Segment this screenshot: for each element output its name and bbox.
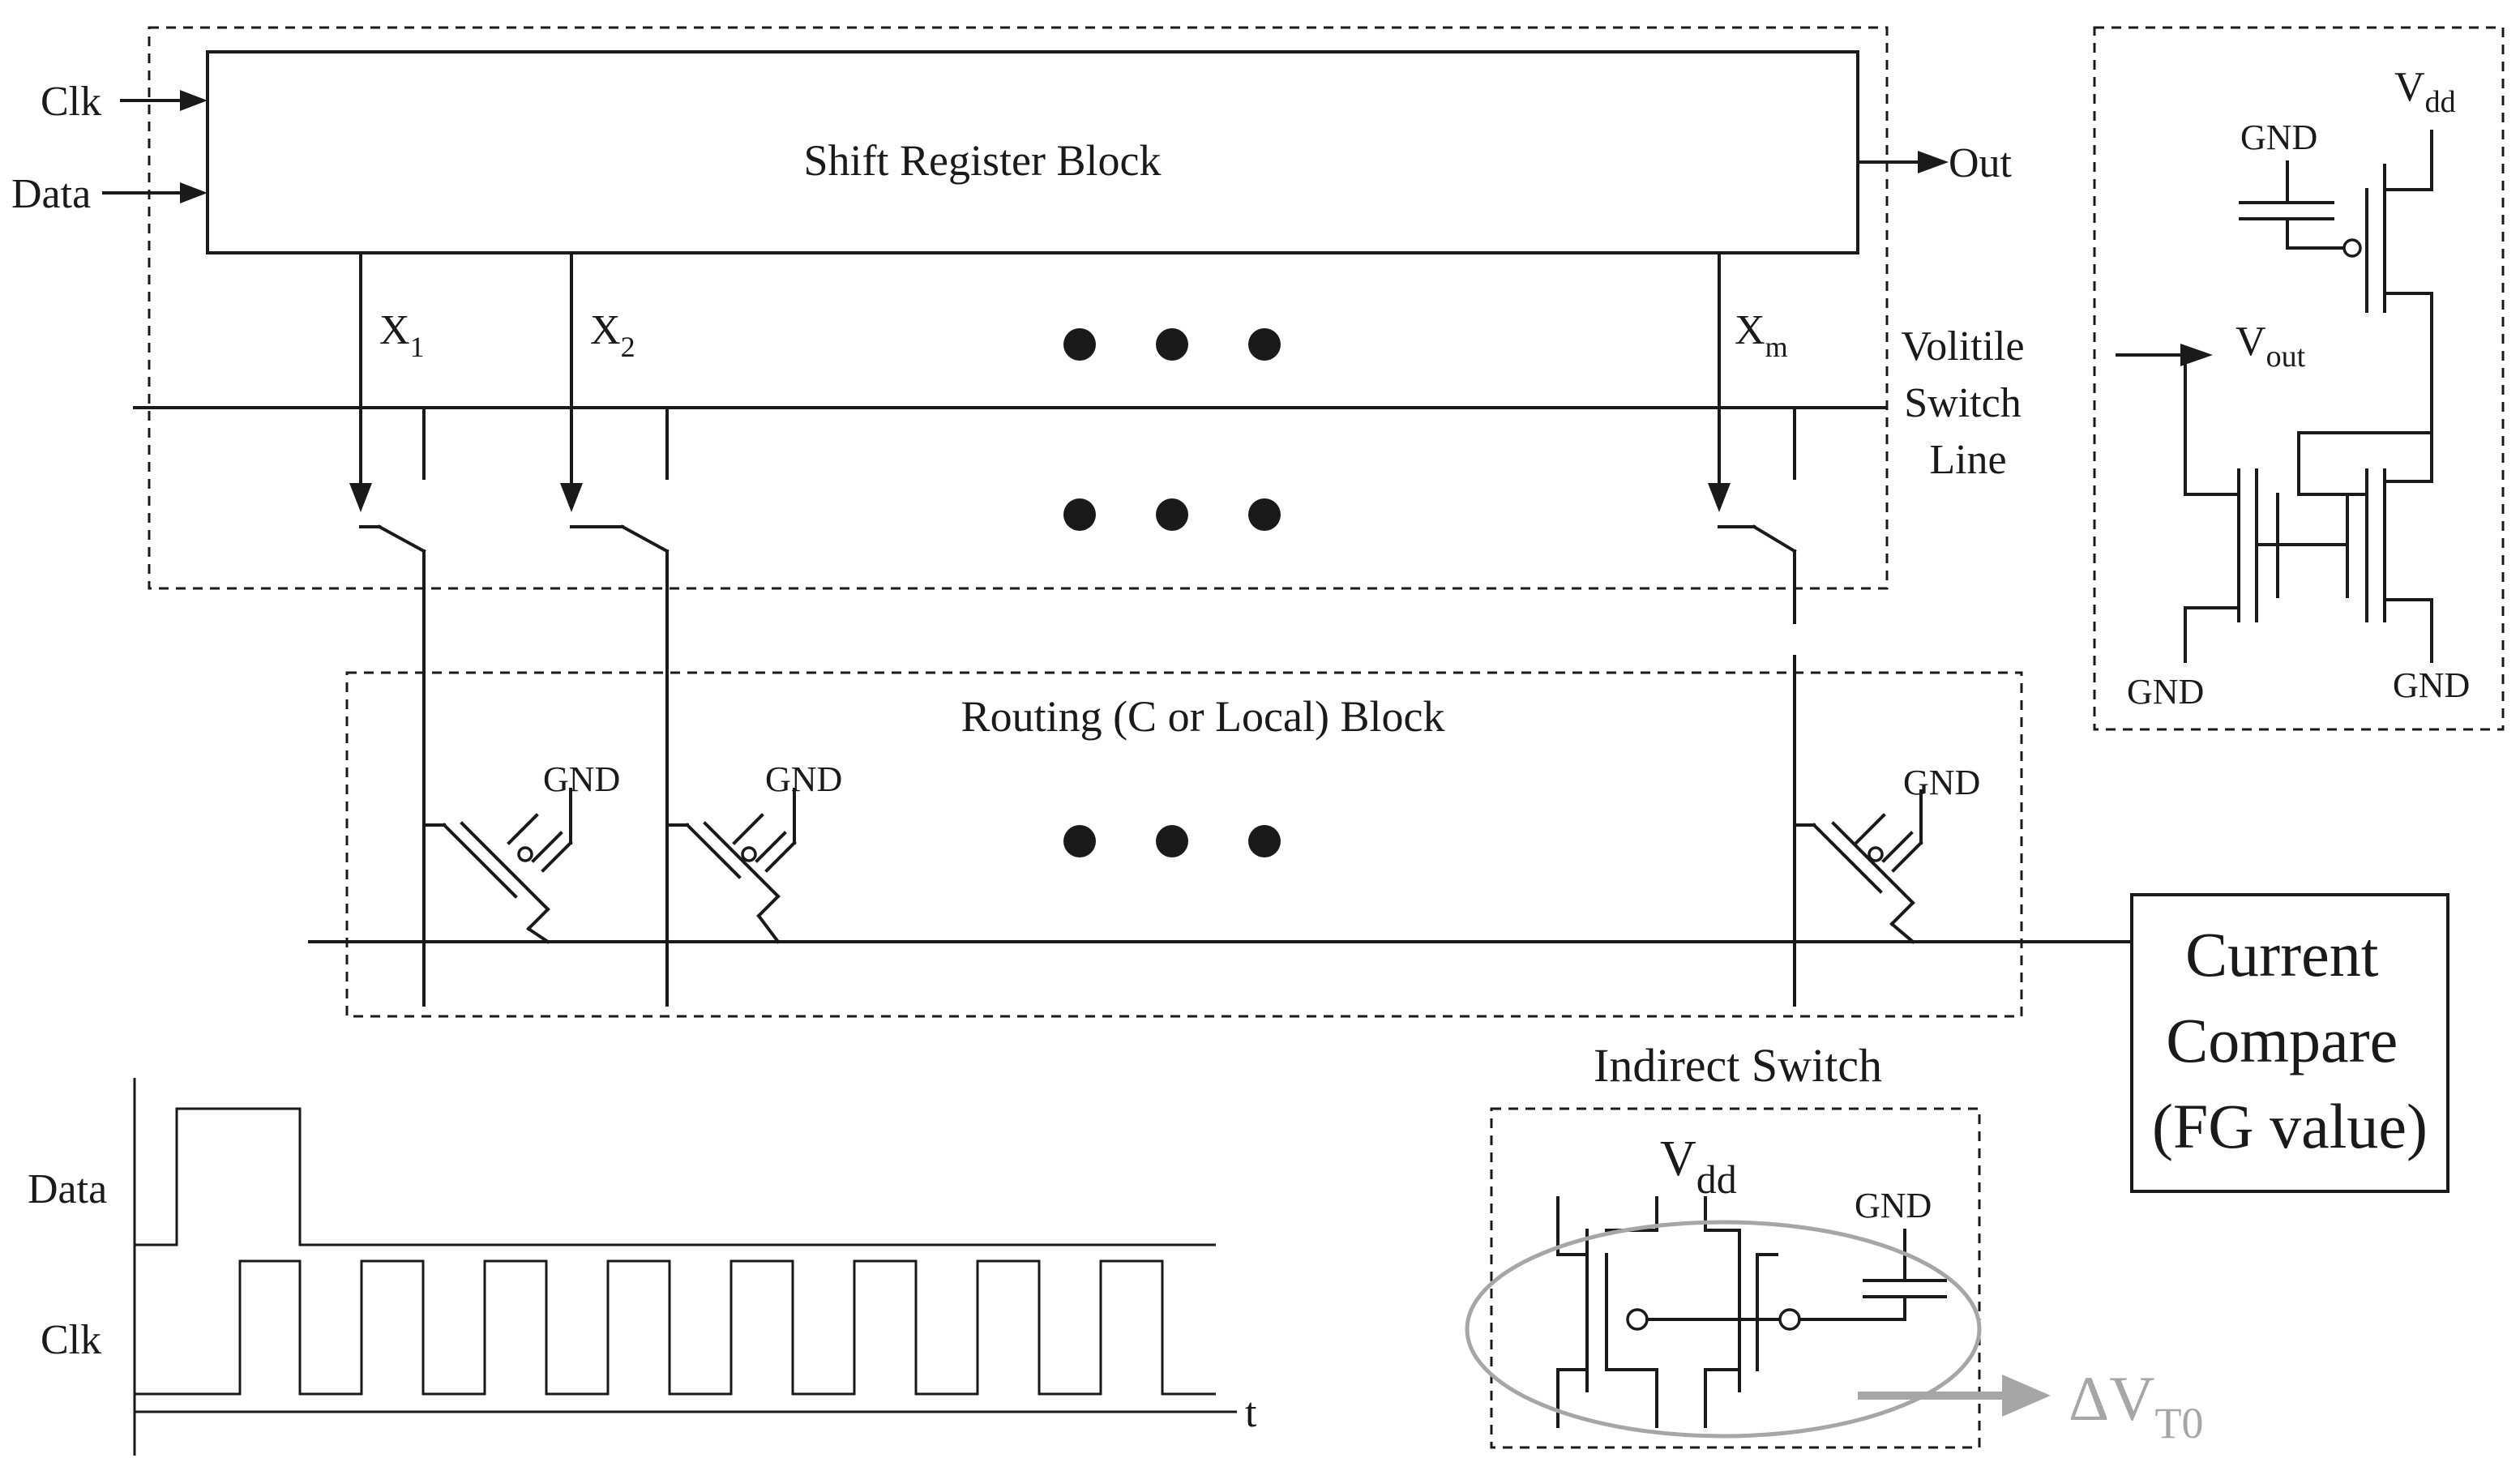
fg-switch-1-gnd: GND	[543, 759, 620, 799]
fg-switch-1: GND	[422, 759, 620, 944]
current-compare-border	[2130, 893, 2449, 1193]
data-input-label: Data	[11, 171, 91, 217]
out-arrow	[1918, 151, 1949, 173]
x1-arrow	[349, 483, 372, 512]
xm-label: Xm	[1735, 307, 1788, 363]
fg-switch-m-gnd: GND	[1903, 763, 1980, 802]
volatile-switch-1	[359, 406, 426, 1007]
cell-vout-label: Vout	[2235, 319, 2306, 374]
ellipsis-outputs	[1063, 328, 1281, 361]
data-waveform	[135, 1107, 1216, 1246]
shift-register-title: Shift Register Block	[804, 136, 1162, 185]
output-x2: X2	[560, 251, 635, 512]
indirect-switch-dashed-boundary	[1490, 1107, 1981, 1449]
xm-arrow	[1708, 483, 1731, 512]
cell-schematic: Vdd GND Vout	[2093, 26, 2505, 731]
clk-waveform	[135, 1259, 1216, 1396]
routing-dashed-boundary	[345, 671, 2023, 1018]
cell-gnd-top-label: GND	[2240, 118, 2317, 157]
output-xm: Xm	[1708, 251, 1788, 512]
indirect-switch-title: Indirect Switch	[1594, 1039, 1882, 1092]
current-compare-label: Current Compare (FG value)	[2152, 919, 2428, 1161]
fg-switch-m: GND	[1793, 763, 1980, 944]
cell-vdd-label: Vdd	[2394, 64, 2456, 119]
out-label: Out	[1949, 140, 2013, 186]
clk-input-label: Clk	[41, 79, 101, 125]
shift-register-section: Shift Register Block Clk Data Out X1 X2	[11, 26, 2034, 1007]
volatile-switch-line-label: Volitile Switch Line	[1901, 323, 2034, 483]
timing-data-label: Data	[28, 1166, 107, 1212]
delta-vt-arrowhead	[2002, 1375, 2051, 1417]
ellipsis-switches	[1063, 498, 1281, 531]
fg-highlight-ellipse	[1465, 1220, 1982, 1439]
routing-title: Routing (C or Local) Block	[961, 692, 1445, 741]
data-input-arrow	[180, 182, 208, 203]
shift-register-block	[206, 50, 1859, 254]
shift-register-dashed-boundary	[148, 26, 1889, 590]
current-compare-box: Current Compare (FG value)	[2130, 893, 2449, 1193]
indirect-vdd-label: Vdd	[1660, 1131, 1737, 1202]
timing-clk-label: Clk	[41, 1317, 101, 1363]
fg-switch-2: GND	[665, 759, 842, 944]
indirect-switch: Indirect Switch Vdd GND	[1465, 1039, 2204, 1449]
x2-label: X2	[590, 307, 635, 363]
clk-input-arrow	[180, 90, 208, 111]
timing-diagram: Data Clk t	[28, 1078, 1257, 1456]
cell-gnd-left-label: GND	[2127, 672, 2204, 712]
indirect-gnd-label: GND	[1855, 1186, 1932, 1225]
delta-vt-label: ΔVT0	[2069, 1363, 2204, 1447]
cell-gnd-right-label: GND	[2393, 665, 2470, 705]
timing-time-label: t	[1245, 1390, 1257, 1436]
fg-switch-2-gnd: GND	[765, 759, 842, 799]
output-x1: X1	[349, 251, 425, 512]
x2-arrow	[560, 483, 583, 512]
x1-label: X1	[379, 307, 425, 363]
ellipsis-routing	[1063, 825, 1281, 857]
volatile-switch-2	[570, 406, 670, 1007]
routing-section: Routing (C or Local) Block GND	[308, 671, 2133, 1018]
cell-schematic-dashed-boundary	[2093, 26, 2505, 731]
volatile-switch-m	[1718, 406, 1797, 1007]
